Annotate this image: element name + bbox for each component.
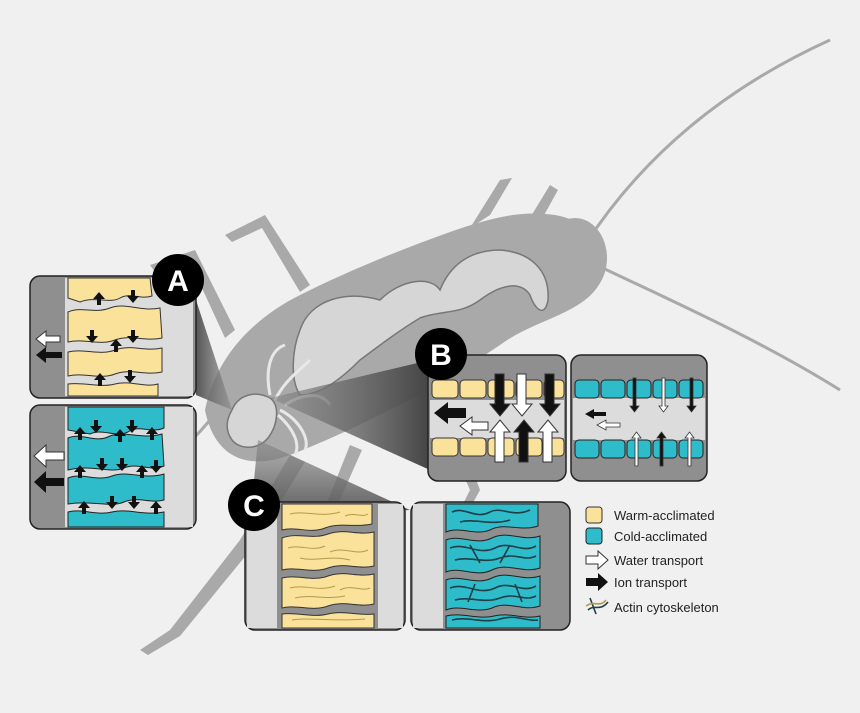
ion-arrow-b-cold (585, 409, 606, 419)
front-leg-antenna-base (525, 185, 558, 226)
legend-warm: Warm-acclimated (585, 506, 715, 524)
panel-c-warm-box (244, 501, 406, 631)
panel-b: B (415, 328, 708, 482)
ion-arrow-a-cold (34, 471, 64, 493)
water-arrow-b-warm (459, 416, 489, 436)
legend-water: Water transport (585, 549, 703, 571)
panel-c-label: C (243, 490, 265, 523)
legend-warm-label: Warm-acclimated (614, 508, 715, 523)
cold-actin-filaments (449, 509, 539, 622)
cricket-gut (226, 249, 549, 456)
legend-actin: Actin cytoskeleton (585, 597, 719, 615)
panel-a-label: A (167, 265, 189, 298)
hindgut-rectum (226, 393, 278, 448)
ion-arrow-a-warm (36, 347, 62, 363)
transport-arrows-b-warm (488, 373, 562, 463)
water-arrow-a-warm (35, 329, 61, 349)
cricket-head (543, 218, 607, 298)
white-arrow-icon (585, 549, 609, 571)
panel-b-warm-box (427, 354, 567, 482)
middle-leg-upper (225, 215, 310, 292)
panel-b-cold-box (570, 354, 708, 482)
panel-b-badge: B (415, 328, 467, 380)
transport-arrows-b-cold (629, 377, 697, 467)
legend-actin-label: Actin cytoskeleton (614, 600, 719, 615)
ion-arrows-a-warm (86, 290, 139, 386)
antenna-lower (589, 260, 841, 392)
cold-cells-b-bottom (574, 439, 704, 459)
panel-a: A (29, 254, 204, 530)
panel-a-cold-box (29, 404, 197, 530)
water-arrow-a-cold (33, 443, 65, 469)
connector-a (196, 300, 232, 410)
legend-ion-label: Ion transport (614, 575, 687, 590)
panel-c: C (228, 479, 571, 631)
ion-arrows-a-cold (74, 420, 162, 514)
hind-leg-upper (150, 250, 235, 338)
connector-b (270, 360, 430, 470)
warm-epithelium-c (281, 503, 375, 629)
legend-ion: Ion transport (586, 573, 687, 591)
crop-foregut (292, 249, 549, 396)
panel-a-warm-box (29, 275, 197, 399)
panel-a-badge: A (152, 254, 204, 306)
antenna-upper (583, 38, 831, 246)
legend: Warm-acclimated Cold-acclimated Water tr… (585, 506, 719, 615)
front-leg-upper (470, 178, 512, 228)
connector-c (250, 440, 410, 520)
panel-c-badge: C (228, 479, 280, 531)
warm-actin-filaments (287, 511, 371, 621)
panel-c-cold-box (410, 501, 571, 631)
panel-b-label: B (430, 339, 452, 372)
warm-swatch (585, 506, 603, 524)
ion-arrow-b-warm (434, 402, 466, 424)
actin-filament-icon (585, 597, 609, 615)
legend-cold-label: Cold-acclimated (614, 529, 707, 544)
cold-swatch (585, 527, 603, 545)
legend-cold: Cold-acclimated (585, 527, 707, 545)
legend-water-label: Water transport (614, 553, 703, 568)
cold-cells-b-top (574, 379, 704, 399)
water-arrow-b-cold (596, 419, 621, 431)
black-arrow-icon (586, 573, 608, 591)
